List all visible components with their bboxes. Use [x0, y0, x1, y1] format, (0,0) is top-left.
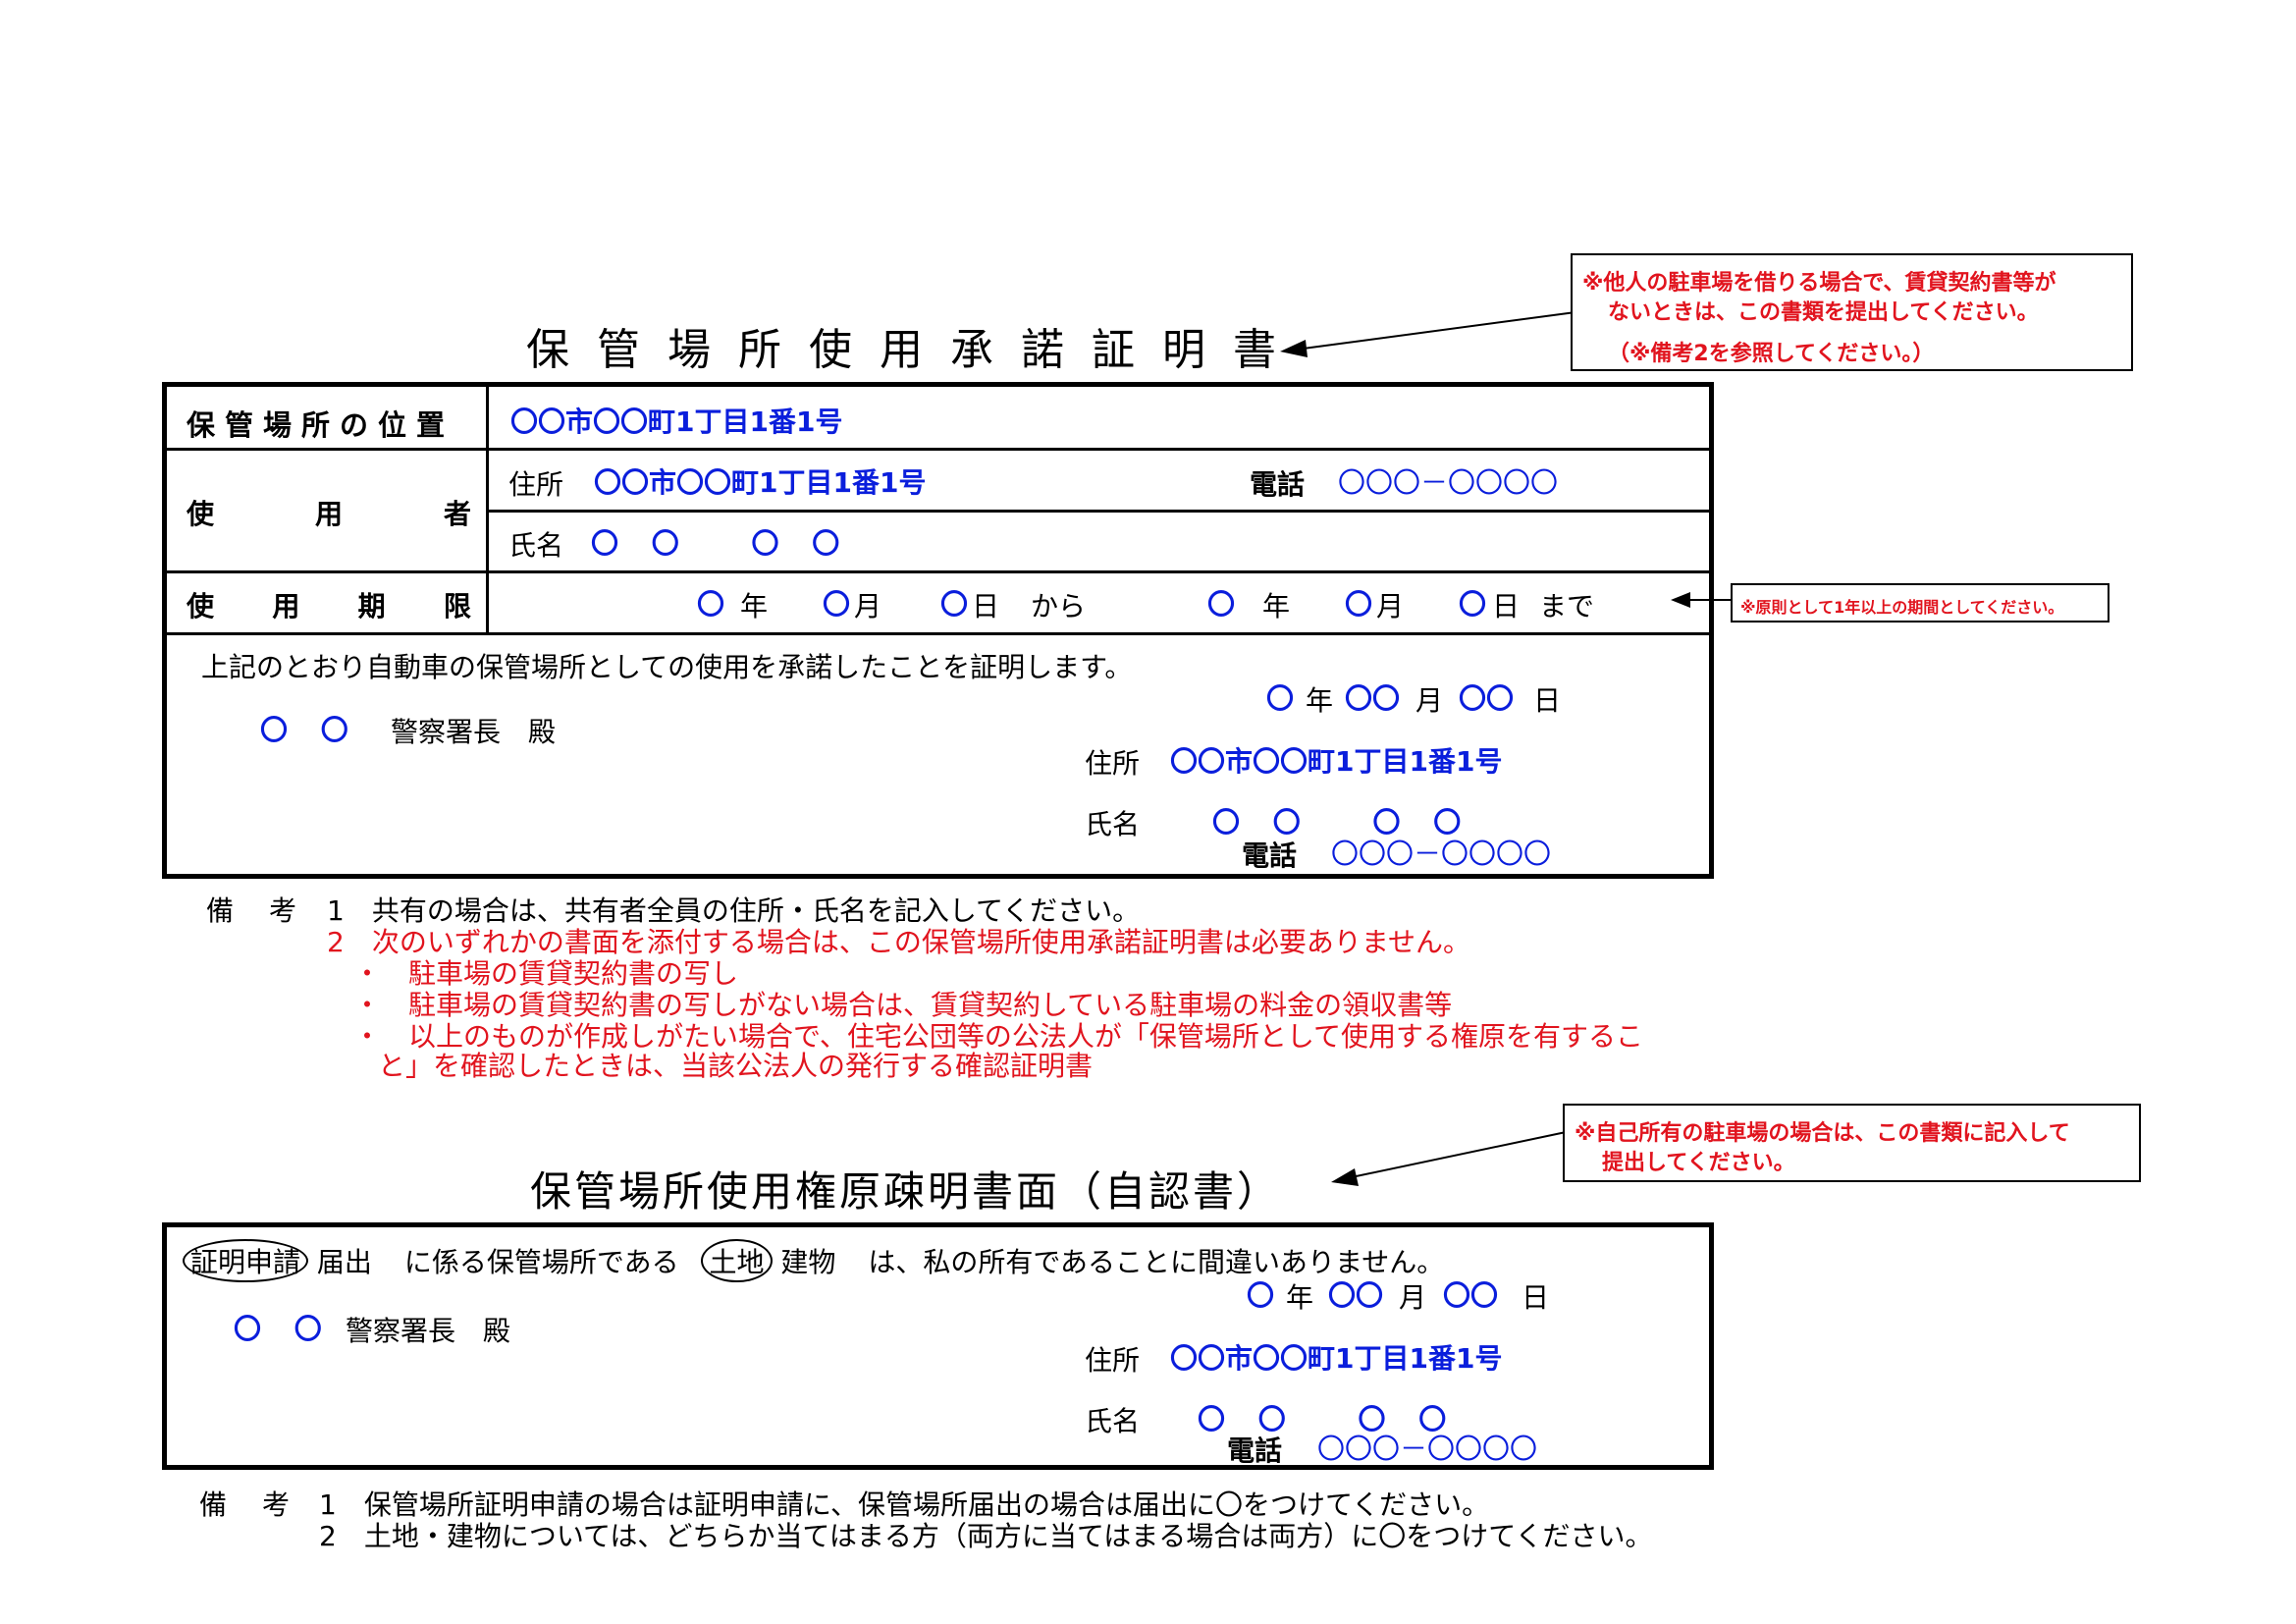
form2-signer-phone-label: 電話	[1227, 1435, 1283, 1467]
period-note-arrow	[1671, 592, 1735, 608]
form1-remark-1: 1 共有の場合は、共有者全員の住所・氏名を記入してください。	[327, 894, 1141, 927]
form2-signer-name-label: 氏名	[1085, 1405, 1141, 1437]
period-c2: 〇	[823, 588, 851, 621]
form1-statement: 上記のとおり自動車の保管場所としての使用を承諾したことを証明します。	[201, 651, 1133, 683]
period-c5: 〇	[1345, 588, 1373, 621]
form1-table: 保管場所の位置 〇〇市〇〇町1丁目1番1号 使用者 住所 〇〇市〇〇町1丁目1番…	[162, 382, 1714, 879]
form2-mid-text: に係る保管場所である	[403, 1246, 679, 1278]
period-note-text: ※原則として1年以上の期間としてください。	[1740, 598, 2064, 617]
period-label: 使用期限	[187, 590, 471, 623]
period-m1: 月	[854, 590, 882, 623]
period-c6: 〇	[1459, 588, 1487, 621]
name-label: 氏名	[508, 529, 564, 562]
address-label: 住所	[508, 468, 564, 501]
phone-value: 〇〇〇－〇〇〇〇	[1338, 466, 1559, 499]
form1-remarks-label: 備 考	[206, 894, 301, 927]
form1-note-line1: ※他人の駐車場を借りる場合で、賃貸契約書等が	[1582, 271, 2056, 296]
period-m2: 月	[1376, 590, 1405, 623]
form1-note-line3: （※備考2を参照してください。）	[1608, 342, 1935, 366]
location-value: 〇〇市〇〇町1丁目1番1号	[510, 406, 843, 438]
form2-signer-name-value: 〇 〇 〇 〇	[1198, 1403, 1459, 1435]
form1-signer-phone-value: 〇〇〇－〇〇〇〇	[1331, 838, 1552, 870]
form2-title: 保管場所使用権原疎明書面（自認書）	[530, 1167, 1282, 1216]
form1-signer-name-label: 氏名	[1085, 808, 1141, 840]
form1-note-box: ※他人の駐車場を借りる場合で、賃貸契約書等が ないときは、この書類を提出してくだ…	[1571, 253, 2133, 371]
form1-date-c1: 〇	[1266, 682, 1295, 715]
form2-note-line2: 提出してください。	[1602, 1151, 1795, 1175]
form1-remark-6: と」を確認したときは、当該公法人の発行する確認証明書	[378, 1050, 1094, 1082]
period-to: まで	[1539, 590, 1595, 623]
form1-date-c2: 〇〇	[1345, 682, 1401, 715]
form2-signer-address-label: 住所	[1085, 1344, 1141, 1377]
form2-date-m: 月	[1399, 1281, 1427, 1314]
period-c1: 〇	[697, 588, 725, 621]
form2-date-c1: 〇	[1247, 1279, 1275, 1312]
form2-remark-2: 2 土地・建物については、どちらか当てはまる方（両方に当てはまる場合は両方）に〇…	[319, 1520, 1653, 1552]
form2-remark-1: 1 保管場所証明申請の場合は証明申請に、保管場所届出の場合は届出に〇をつけてくだ…	[319, 1489, 1490, 1521]
form1-signer-address-label: 住所	[1085, 747, 1141, 780]
form2-statement: 証明申請 届出 に係る保管場所である 土地 建物 は、私の所有であることに間違い…	[183, 1239, 1444, 1282]
form1-remark-2: 2 次のいずれかの書面を添付する場合は、この保管場所使用承諾証明書は必要ありませ…	[327, 926, 1470, 958]
form1-signer-name-value: 〇 〇 〇 〇	[1212, 806, 1473, 839]
period-c4: 〇	[1207, 588, 1236, 621]
form2-signer-phone-value: 〇〇〇－〇〇〇〇	[1317, 1433, 1538, 1465]
period-c3: 〇	[940, 588, 969, 621]
form2-note-line1: ※自己所有の駐車場の場合は、この書類に記入して	[1575, 1121, 2070, 1146]
form2-police-circles: 〇 〇	[234, 1313, 334, 1345]
form2-table: 証明申請 届出 に係る保管場所である 土地 建物 は、私の所有であることに間違い…	[162, 1222, 1714, 1470]
form1-arrow	[1280, 311, 1576, 357]
opt-building[interactable]: 建物	[780, 1246, 836, 1278]
form1-date-y: 年	[1306, 684, 1334, 717]
form2-note-box: ※自己所有の駐車場の場合は、この書類に記入して 提出してください。	[1563, 1104, 2141, 1182]
form1-police-circles: 〇 〇	[260, 714, 360, 746]
form1-remark-3: ・ 駐車場の賃貸契約書の写し	[353, 957, 739, 990]
form2-date-c2: 〇〇	[1328, 1279, 1384, 1312]
form2-police-label: 警察署長 殿	[346, 1315, 511, 1347]
opt-cert-circled[interactable]: 証明申請	[183, 1239, 309, 1282]
location-label: 保管場所の位置	[187, 408, 455, 442]
form1-police-label: 警察署長 殿	[391, 716, 557, 748]
period-note-box: ※原則として1年以上の期間としてください。	[1731, 583, 2109, 623]
name-value: 〇 〇 〇 〇	[591, 527, 852, 560]
form2-arrow	[1331, 1130, 1572, 1186]
address-value: 〇〇市〇〇町1丁目1番1号	[594, 466, 927, 499]
period-d1: 日	[972, 590, 1000, 623]
form1-date-d: 日	[1533, 684, 1562, 717]
form1-remark-5: ・ 以上のものが作成しがたい場合で、住宅公団等の公法人が「保管場所として使用する…	[353, 1020, 1644, 1053]
form2-date-d: 日	[1522, 1281, 1550, 1314]
phone-label: 電話	[1250, 468, 1306, 501]
period-from: から	[1031, 590, 1087, 623]
form1-remark-4: ・ 駐車場の賃貸契約書の写しがない場合は、賃貸契約している駐車場の料金の領収書等	[353, 989, 1453, 1021]
form2-date-y: 年	[1286, 1281, 1314, 1314]
period-y2: 年	[1262, 590, 1291, 623]
period-y1: 年	[740, 590, 769, 623]
form1-signer-address-value: 〇〇市〇〇町1丁目1番1号	[1170, 745, 1503, 778]
form1-date-c3: 〇〇	[1459, 682, 1515, 715]
form1-title: 保管場所使用承諾証明書	[526, 325, 1304, 375]
form2-remarks-label: 備 考	[199, 1489, 294, 1521]
form1-date-m: 月	[1415, 684, 1444, 717]
form2-date-c3: 〇〇	[1443, 1279, 1499, 1312]
user-label: 使用者	[187, 498, 471, 530]
form2-end-text: は、私の所有であることに間違いありません。	[868, 1246, 1445, 1278]
opt-land-circled[interactable]: 土地	[701, 1239, 773, 1282]
period-d2: 日	[1492, 590, 1521, 623]
form1-note-line2: ないときは、この書類を提出してください。	[1608, 300, 2039, 325]
form2-signer-address-value: 〇〇市〇〇町1丁目1番1号	[1170, 1342, 1503, 1375]
form1-signer-phone-label: 電話	[1242, 839, 1298, 872]
opt-notice[interactable]: 届出	[316, 1246, 372, 1278]
